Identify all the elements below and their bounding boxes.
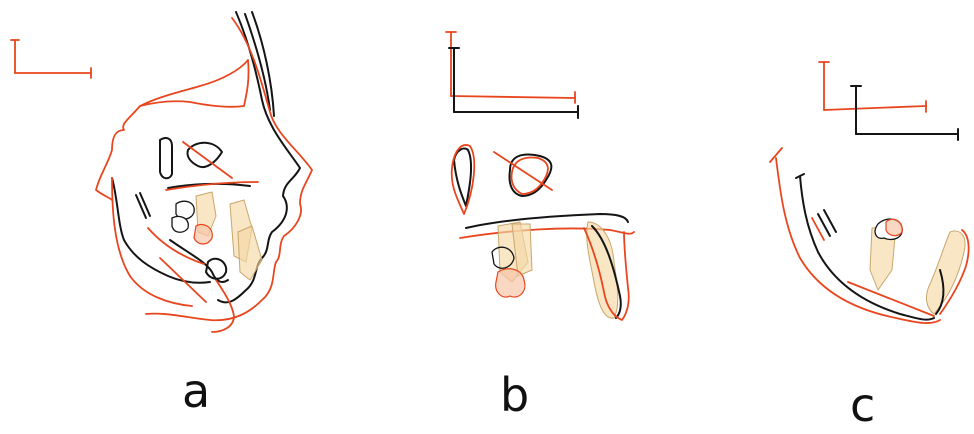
panel-b-fissure-red xyxy=(450,144,476,215)
panel-label-b: b xyxy=(500,368,530,422)
panel-b-reference-axes-black xyxy=(448,47,579,119)
panel-c-reference-axes-red xyxy=(818,61,927,113)
panel-c-mandible-red xyxy=(775,157,941,324)
panel-label-a: a xyxy=(182,364,211,418)
panel-b-tracing xyxy=(445,31,635,321)
panel-b-orbit-red xyxy=(510,156,549,195)
panel-c-reference-axes-black xyxy=(850,85,959,141)
panel-a-teeth xyxy=(171,191,263,281)
panel-c-ramus-mark-red xyxy=(811,217,825,241)
panel-c-mandibular-axis xyxy=(847,281,935,317)
panel-c-tracing xyxy=(769,61,970,324)
panel-c-ramus-mark-2 xyxy=(823,209,837,233)
panel-b-reference-axes-red xyxy=(445,31,576,104)
panel-b-orbit-axis xyxy=(493,151,553,191)
panel-a-tracing xyxy=(10,11,313,333)
panel-a-reference-axes xyxy=(10,39,92,79)
panel-c-condyle-red xyxy=(769,147,783,163)
panel-c-condyle-black xyxy=(795,173,805,179)
panel-b-incisor xyxy=(583,221,630,321)
panel-c-molar xyxy=(869,218,903,291)
panel-label-c: c xyxy=(850,378,876,432)
panel-b-fissure-black xyxy=(453,147,473,207)
panel-b-orbit-black xyxy=(508,153,553,197)
panel-c-mandible-black xyxy=(799,175,935,321)
panel-b-palatal-plane-black xyxy=(465,213,629,229)
panel-b-molars xyxy=(491,221,533,298)
panel-c-incisor xyxy=(926,229,970,315)
panel-a-black-profile xyxy=(111,11,301,304)
panel-c-ramus-mark-1 xyxy=(817,213,831,237)
panel-a-red-profile xyxy=(95,17,313,333)
